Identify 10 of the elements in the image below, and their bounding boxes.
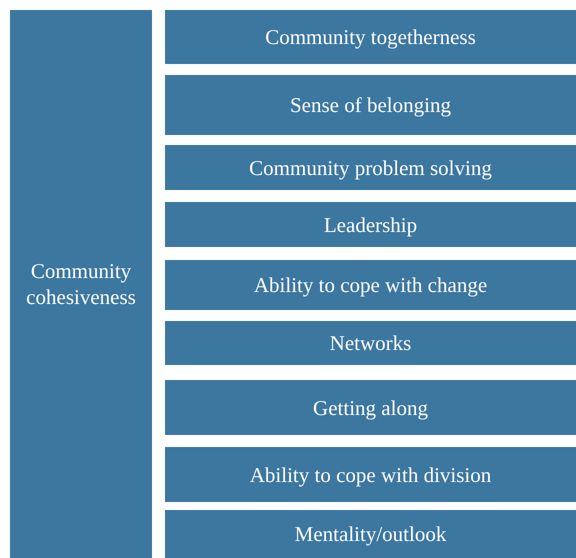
factor-box: Community problem solving	[165, 145, 576, 190]
factor-box: Networks	[165, 321, 576, 365]
factor-box: Leadership	[165, 202, 576, 247]
factor-box: Ability to cope with division	[165, 447, 576, 502]
factor-box: Community togetherness	[165, 10, 576, 64]
factor-box: Ability to cope with change	[165, 260, 576, 310]
factor-box: Getting along	[165, 380, 576, 435]
category-panel: Community cohesiveness	[10, 10, 152, 558]
factor-box: Mentality/outlook	[165, 510, 576, 558]
factor-box: Sense of belonging	[165, 75, 576, 135]
